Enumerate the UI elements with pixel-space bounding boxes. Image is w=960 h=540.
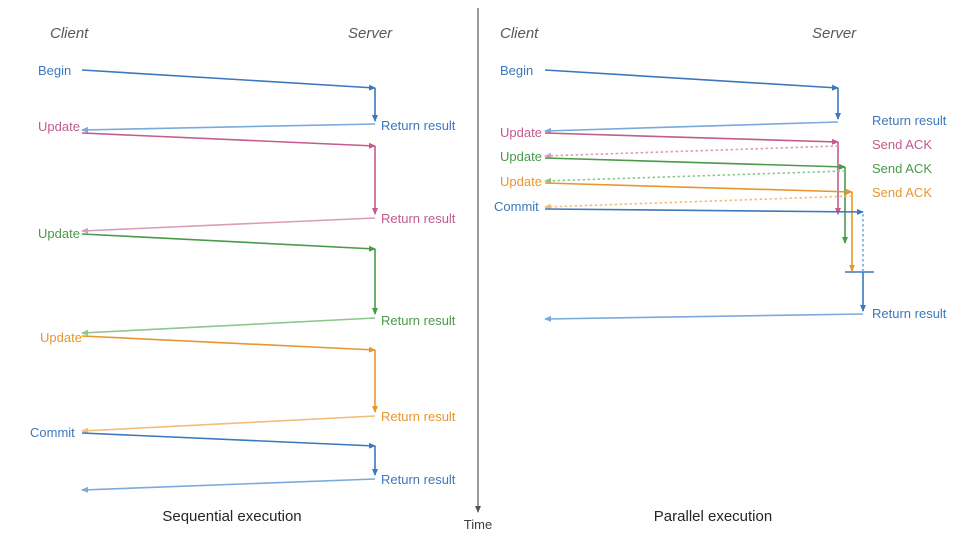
lane-title-client: Client	[500, 25, 539, 42]
sequential-server-label-0: Return result	[381, 118, 456, 133]
parallel-update1-ack	[544, 145, 839, 159]
sequential-begin-response	[81, 123, 376, 133]
sequential-update2-request	[81, 233, 376, 252]
parallel-update3-request	[544, 182, 853, 195]
sequential-client-label-4: Commit	[30, 425, 75, 440]
parallel-begin-response	[544, 121, 839, 134]
parallel-server-label-2: Send ACK	[872, 161, 932, 176]
panel-caption-sequential: Sequential execution	[162, 508, 301, 525]
lane-title-server: Server	[812, 25, 857, 42]
sequential-update3-response	[81, 415, 376, 434]
sequential-commit-request	[81, 432, 376, 449]
parallel-client-label-2: Update	[500, 149, 542, 164]
parallel-update2-ack	[544, 170, 846, 184]
parallel-client-label-1: Update	[500, 125, 542, 140]
sequential-server-label-3: Return result	[381, 409, 456, 424]
sequential-server-label-2: Return result	[381, 313, 456, 328]
parallel-commit-response	[544, 313, 864, 322]
sequential-client-label-1: Update	[38, 119, 80, 134]
parallel-server-label-1: Send ACK	[872, 137, 932, 152]
parallel-client-label-4: Commit	[494, 199, 539, 214]
parallel-commit-request	[544, 208, 864, 215]
parallel-update2-request	[544, 157, 846, 170]
sequential-server-label-1: Return result	[381, 211, 456, 226]
parallel-client-label-0: Begin	[500, 63, 533, 78]
sequential-begin-request	[81, 69, 376, 91]
sequential-client-label-3: Update	[40, 330, 82, 345]
parallel-update1-request	[544, 132, 839, 145]
panel-caption-parallel: Parallel execution	[654, 508, 772, 525]
parallel-begin-request	[544, 69, 839, 91]
parallel-server-label-0: Return result	[872, 113, 947, 128]
sequential-commit-response	[81, 478, 376, 493]
sequential-client-label-2: Update	[38, 226, 80, 241]
sequential-server-label-4: Return result	[381, 472, 456, 487]
parallel-server-label-3: Send ACK	[872, 185, 932, 200]
sequential-client-label-0: Begin	[38, 63, 71, 78]
parallel-client-label-3: Update	[500, 174, 542, 189]
sequential-update2-response	[81, 317, 376, 336]
lane-title-client: Client	[50, 25, 89, 42]
time-axis-label: Time	[464, 517, 492, 532]
parallel-update3-ack	[544, 195, 853, 210]
sequential-update1-response	[81, 217, 376, 234]
lane-title-server: Server	[348, 25, 393, 42]
parallel-server-label-4: Return result	[872, 306, 947, 321]
sequential-update1-request	[81, 132, 376, 149]
sequential-update3-request	[81, 335, 376, 353]
time-axis-group: Time	[464, 8, 492, 532]
